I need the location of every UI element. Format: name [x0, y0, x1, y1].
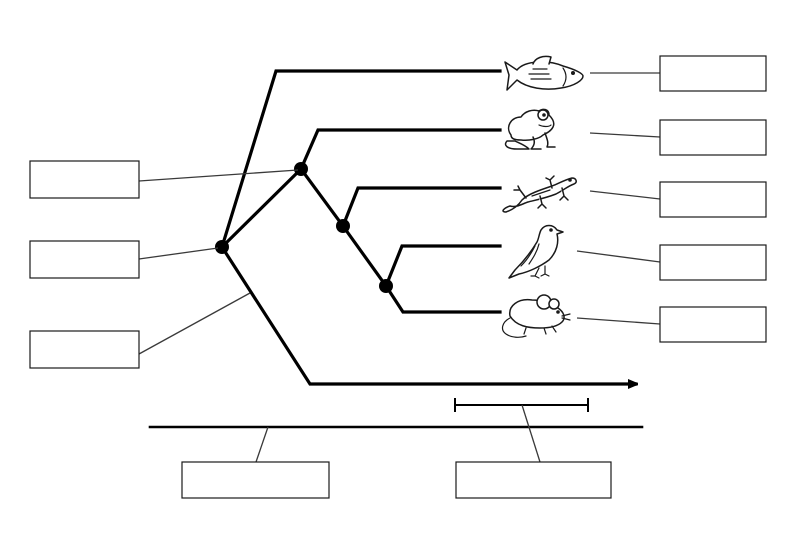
taxa-leaders — [576, 72, 661, 325]
branch-lizard — [340, 186, 502, 229]
branch-to-tetrapods — [219, 166, 304, 250]
label-box-left-3[interactable] — [29, 330, 140, 369]
cladogram-tree — [215, 69, 636, 384]
leader-left-3 — [138, 292, 251, 355]
label-box-mouse[interactable] — [659, 306, 767, 343]
leader-bottom-1 — [255, 426, 269, 463]
label-box-bird[interactable] — [659, 244, 767, 281]
timeline — [148, 398, 644, 463]
scale-bar — [454, 398, 589, 412]
branch-fish — [220, 69, 502, 249]
node-tetrapods — [294, 162, 308, 176]
node-amniotes — [336, 219, 350, 233]
leader-bottom-2 — [521, 404, 541, 463]
branch-to-amniotes — [298, 166, 346, 229]
leader-left-1 — [138, 169, 299, 182]
branch-to-birds-mammals — [340, 223, 389, 289]
label-box-frog[interactable] — [659, 119, 767, 156]
taxa-label-boxes — [659, 55, 767, 343]
time-axis-arrow — [219, 244, 636, 384]
leader-mouse — [576, 317, 661, 325]
lizard-icon — [502, 175, 577, 213]
leader-left-2 — [138, 247, 219, 260]
branch-bird — [383, 244, 502, 289]
root-node — [215, 240, 229, 254]
leader-bird — [576, 250, 661, 263]
branch-mouse — [383, 283, 502, 314]
label-box-bottom-2[interactable] — [455, 461, 612, 499]
label-box-bottom-1[interactable] — [181, 461, 330, 499]
node-birds-mammals — [379, 279, 393, 293]
leader-frog — [589, 132, 661, 138]
label-box-left-1[interactable] — [29, 160, 140, 199]
label-box-left-2[interactable] — [29, 240, 140, 279]
leader-lizard — [589, 190, 661, 200]
left-leaders — [138, 169, 299, 355]
bottom-label-boxes — [181, 461, 612, 499]
branch-frog — [298, 128, 502, 172]
mouse-icon — [501, 294, 571, 338]
label-box-fish[interactable] — [659, 55, 767, 92]
frog-icon — [504, 108, 556, 150]
bird-icon — [508, 224, 564, 279]
left-label-boxes — [29, 160, 140, 369]
fish-icon — [504, 55, 584, 91]
label-box-lizard[interactable] — [659, 181, 767, 218]
